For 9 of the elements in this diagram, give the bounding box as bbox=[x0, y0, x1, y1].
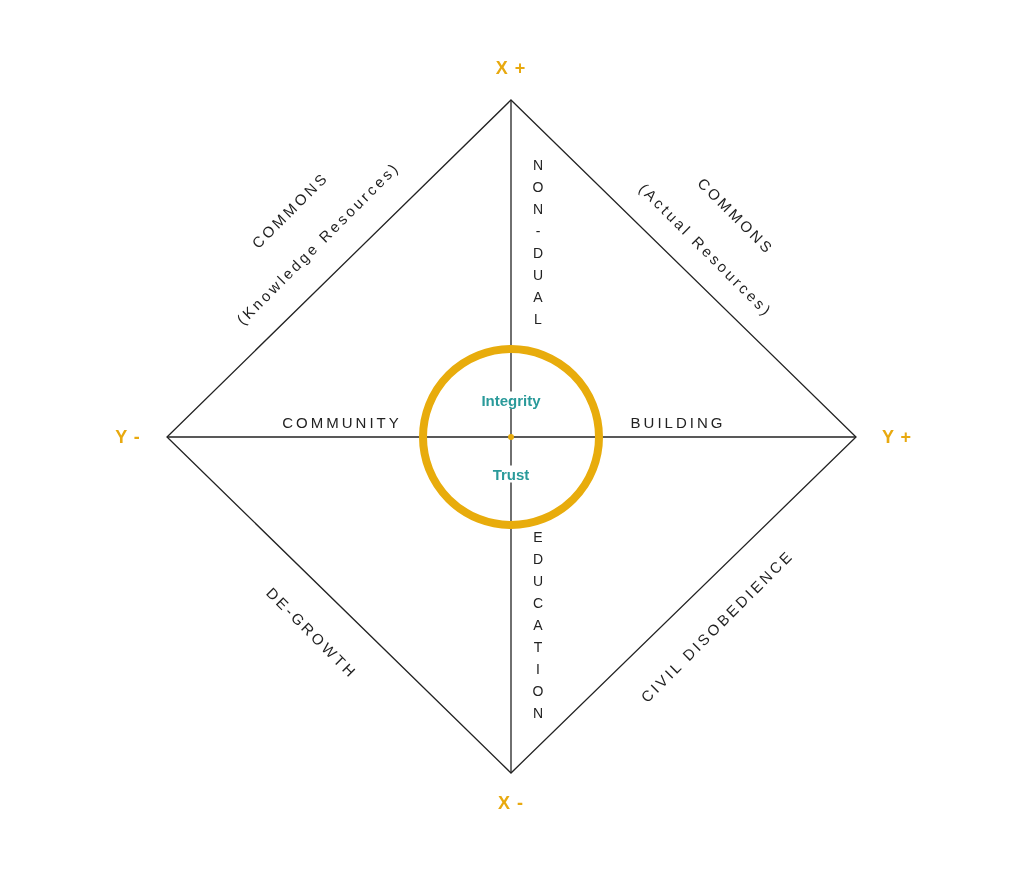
axis-label: X - bbox=[498, 792, 524, 814]
ring bbox=[419, 345, 603, 529]
core-value-label: Integrity bbox=[479, 391, 543, 409]
axis-label: Y - bbox=[115, 426, 141, 448]
axis-word: COMMUNITY bbox=[282, 413, 402, 431]
axis-word: BUILDING bbox=[630, 413, 726, 431]
core-value-label: Trust bbox=[490, 465, 532, 483]
axis-label: Y + bbox=[881, 426, 913, 448]
axis-label: X + bbox=[495, 57, 527, 79]
